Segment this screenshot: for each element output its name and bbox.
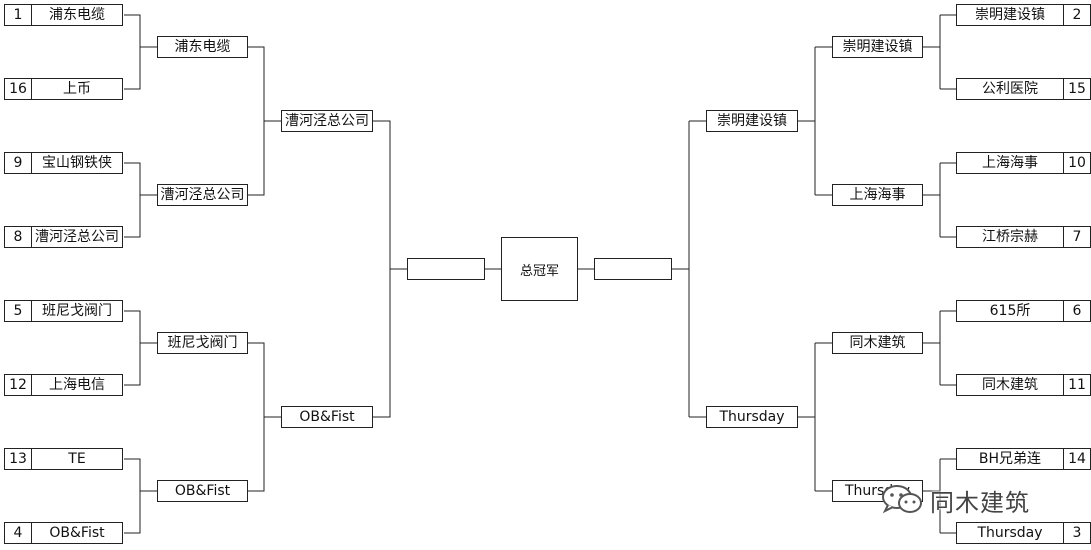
- right-r1-team: BH兄弟连 14: [956, 448, 1091, 470]
- seed-number: 12: [4, 374, 32, 396]
- left-r1-team: 16 上币: [4, 78, 123, 100]
- left-r3-winner: 漕河泾总公司: [281, 110, 373, 132]
- left-r3-winner: OB&Fist: [281, 406, 373, 428]
- team-name: BH兄弟连: [956, 448, 1064, 470]
- right-r1-team: 公利医院 15: [956, 78, 1091, 100]
- left-r2-winner: 班尼戈阀门: [157, 332, 248, 354]
- team-name: 班尼戈阀门: [31, 300, 123, 322]
- right-r3-winner: Thursday: [706, 406, 798, 428]
- seed-number: 1: [4, 4, 32, 26]
- seed-number: 9: [4, 152, 32, 174]
- seed-number: 3: [1063, 522, 1091, 544]
- seed-number: 11: [1063, 374, 1091, 396]
- left-r1-team: 5 班尼戈阀门: [4, 300, 123, 322]
- team-name: 上海电信: [31, 374, 123, 396]
- left-r1-team: 1 浦东电缆: [4, 4, 123, 26]
- right-r1-team: Thursday 3: [956, 522, 1091, 544]
- team-name: 上币: [31, 78, 123, 100]
- right-r1-team: 上海海事 10: [956, 152, 1091, 174]
- team-name: 浦东电缆: [31, 4, 123, 26]
- left-r2-winner: OB&Fist: [157, 480, 248, 502]
- seed-number: 6: [1063, 300, 1091, 322]
- champion-box: 总冠军: [501, 237, 578, 301]
- seed-number: 5: [4, 300, 32, 322]
- seed-number: 8: [4, 226, 32, 248]
- wechat-icon: [882, 485, 922, 514]
- seed-number: 16: [4, 78, 32, 100]
- watermark: 同木建筑: [880, 482, 1030, 518]
- team-name: 崇明建设镇: [956, 4, 1064, 26]
- right-finalist-slot: [594, 258, 672, 280]
- left-r1-team: 13 TE: [4, 448, 123, 470]
- team-name: 615所: [956, 300, 1064, 322]
- left-r1-team: 12 上海电信: [4, 374, 123, 396]
- team-name: 宝山钢铁侠: [31, 152, 123, 174]
- left-r2-winner: 浦东电缆: [157, 36, 248, 58]
- right-r2-winner: 崇明建设镇: [832, 36, 923, 58]
- champion-label: 总冠军: [519, 263, 559, 279]
- seed-number: 15: [1063, 78, 1091, 100]
- right-r2-winner: 同木建筑: [832, 332, 923, 354]
- seed-number: 7: [1063, 226, 1091, 248]
- watermark-text: 同木建筑: [930, 488, 1030, 517]
- right-r3-winner: 崇明建设镇: [706, 110, 798, 132]
- team-name: 公利医院: [956, 78, 1064, 100]
- seed-number: 10: [1063, 152, 1091, 174]
- right-r1-team: 崇明建设镇 2: [956, 4, 1091, 26]
- team-name: 同木建筑: [956, 374, 1064, 396]
- left-r2-winner: 漕河泾总公司: [157, 184, 248, 206]
- left-r1-team: 4 OB&Fist: [4, 522, 123, 544]
- seed-number: 14: [1063, 448, 1091, 470]
- left-r1-team: 9 宝山钢铁侠: [4, 152, 123, 174]
- seed-number: 2: [1063, 4, 1091, 26]
- team-name: 江桥宗赫: [956, 226, 1064, 248]
- seed-number: 13: [4, 448, 32, 470]
- team-name: TE: [31, 448, 123, 470]
- right-r1-team: 615所 6: [956, 300, 1091, 322]
- team-name: Thursday: [956, 522, 1064, 544]
- right-r2-winner: 上海海事: [832, 184, 923, 206]
- team-name: 漕河泾总公司: [31, 226, 123, 248]
- right-r1-team: 江桥宗赫 7: [956, 226, 1091, 248]
- right-r1-team: 同木建筑 11: [956, 374, 1091, 396]
- team-name: OB&Fist: [31, 522, 123, 544]
- left-finalist-slot: [407, 258, 485, 280]
- left-r1-team: 8 漕河泾总公司: [4, 226, 123, 248]
- team-name: 上海海事: [956, 152, 1064, 174]
- seed-number: 4: [4, 522, 32, 544]
